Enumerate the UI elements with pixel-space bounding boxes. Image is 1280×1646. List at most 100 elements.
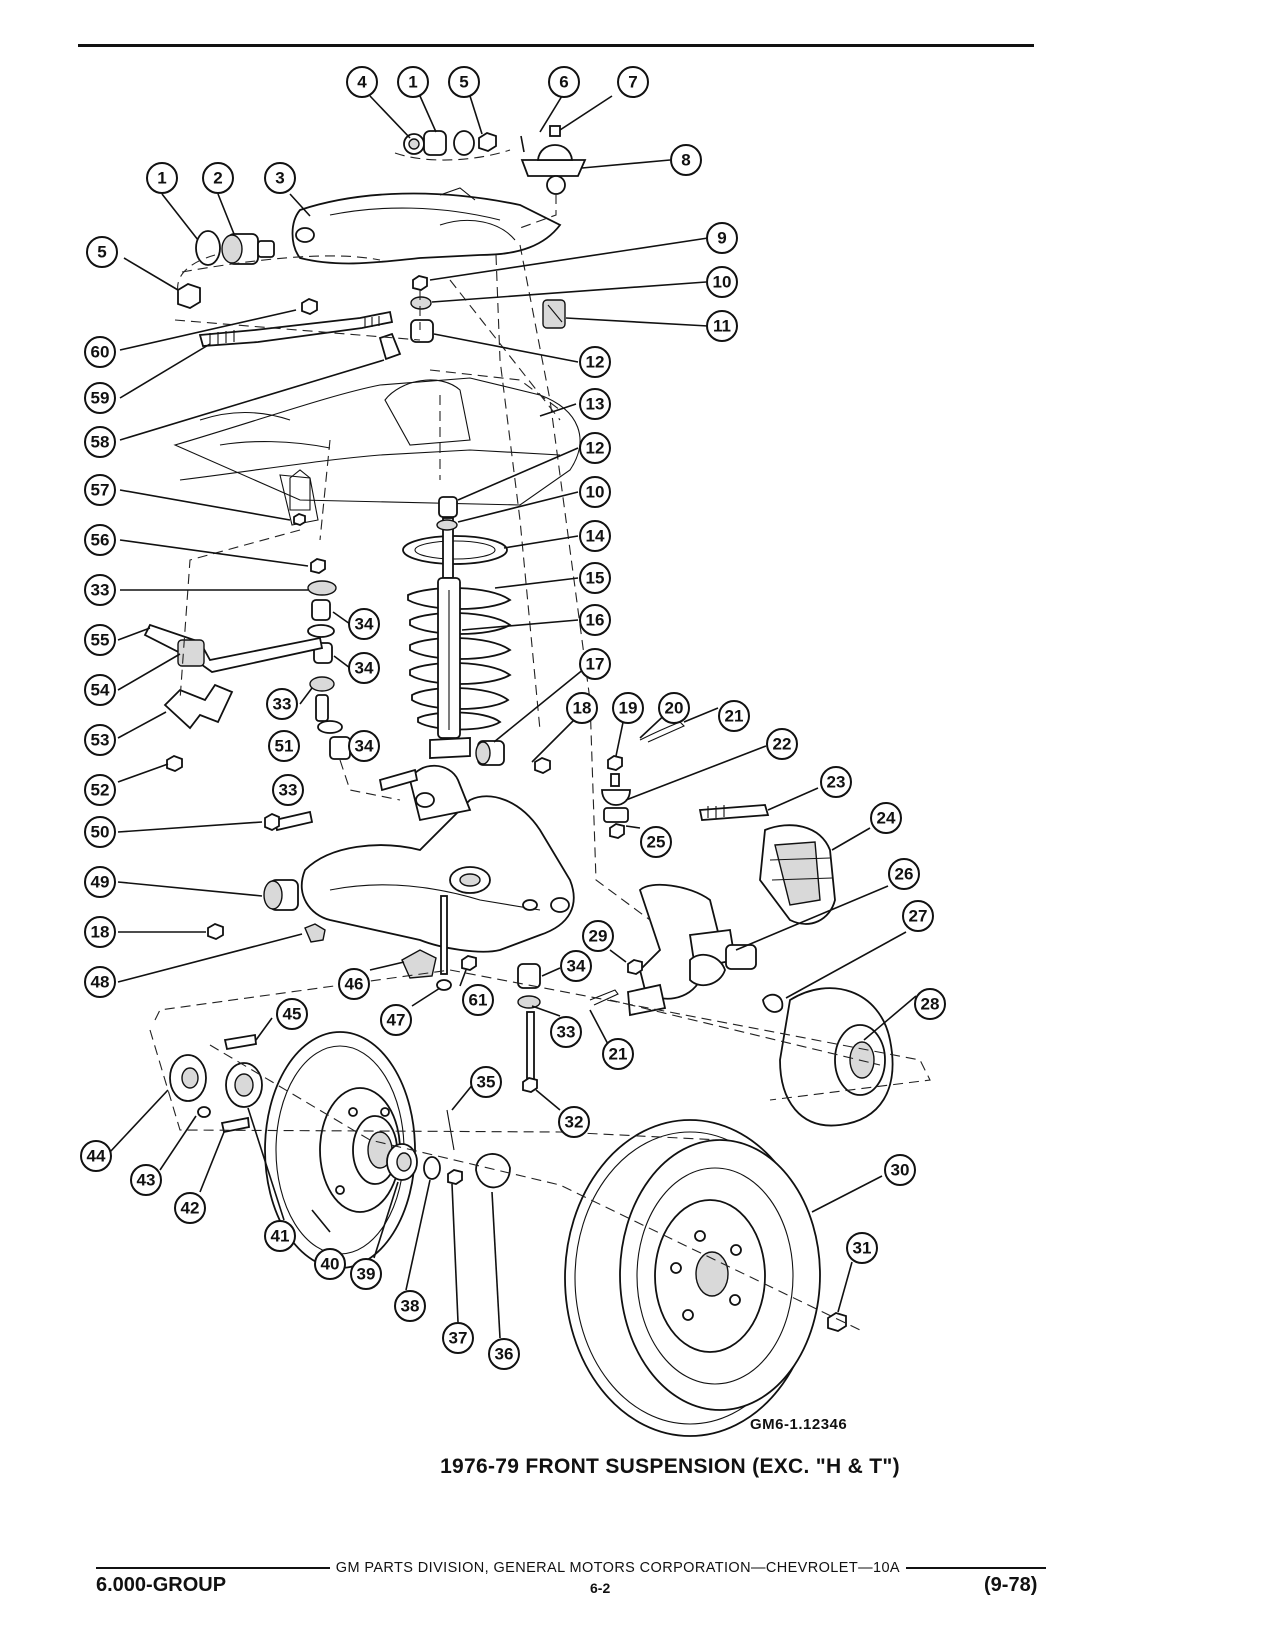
hub-and-rotor (264, 1031, 416, 1269)
svg-text:36: 36 (495, 1345, 514, 1364)
svg-text:37: 37 (449, 1329, 468, 1348)
svg-text:26: 26 (895, 865, 914, 884)
upper-spring-seat-parts (410, 275, 566, 343)
callout-1: 1 (146, 162, 178, 194)
callout-43: 43 (130, 1164, 162, 1196)
svg-text:13: 13 (586, 395, 605, 414)
svg-text:14: 14 (586, 527, 605, 546)
svg-text:24: 24 (877, 809, 896, 828)
callout-5: 5 (448, 66, 480, 98)
svg-text:25: 25 (647, 833, 666, 852)
callout-34: 34 (348, 608, 380, 640)
callout-9: 9 (706, 222, 738, 254)
svg-text:3: 3 (275, 169, 284, 188)
callout-34: 34 (560, 950, 592, 982)
footer-rule-left (96, 1567, 330, 1569)
svg-text:43: 43 (137, 1171, 156, 1190)
svg-text:51: 51 (275, 737, 294, 756)
callout-59: 59 (84, 382, 116, 414)
svg-text:54: 54 (91, 681, 110, 700)
lower-bushings (207, 757, 551, 943)
callout-3: 3 (264, 162, 296, 194)
frame-crossmember (173, 377, 581, 526)
svg-text:33: 33 (557, 1023, 576, 1042)
svg-text:52: 52 (91, 781, 110, 800)
svg-text:59: 59 (91, 389, 110, 408)
callout-41: 41 (264, 1220, 296, 1252)
callout-60: 60 (84, 336, 116, 368)
svg-text:55: 55 (91, 631, 110, 650)
svg-text:10: 10 (713, 273, 732, 292)
callout-24: 24 (870, 802, 902, 834)
svg-text:16: 16 (586, 611, 605, 630)
svg-text:49: 49 (91, 873, 110, 892)
svg-text:34: 34 (567, 957, 586, 976)
callout-21: 21 (718, 700, 750, 732)
callout-61: 61 (462, 984, 494, 1016)
callout-31: 31 (846, 1232, 878, 1264)
callout-29: 29 (582, 920, 614, 952)
svg-text:33: 33 (273, 695, 292, 714)
svg-text:46: 46 (345, 975, 364, 994)
svg-text:34: 34 (355, 615, 374, 634)
wheel-bearings (169, 1033, 511, 1189)
svg-text:53: 53 (91, 731, 110, 750)
svg-text:6: 6 (559, 73, 568, 92)
callout-2: 2 (202, 162, 234, 194)
callout-50: 50 (84, 816, 116, 848)
callout-6: 6 (548, 66, 580, 98)
callout-18: 18 (566, 692, 598, 724)
callout-49: 49 (84, 866, 116, 898)
svg-text:45: 45 (283, 1005, 302, 1024)
footer-rule-right (906, 1567, 1046, 1569)
callout-54: 54 (84, 674, 116, 706)
callout-35: 35 (470, 1066, 502, 1098)
callout-34: 34 (348, 652, 380, 684)
upper-ball-joint (519, 125, 587, 229)
callout-11: 11 (706, 310, 738, 342)
svg-text:34: 34 (355, 659, 374, 678)
svg-text:19: 19 (619, 699, 638, 718)
svg-text:57: 57 (91, 481, 110, 500)
svg-text:30: 30 (891, 1161, 910, 1180)
svg-text:11: 11 (713, 317, 731, 336)
callout-34: 34 (348, 730, 380, 762)
callout-33: 33 (550, 1016, 582, 1048)
callout-22: 22 (766, 728, 798, 760)
callout-38: 38 (394, 1290, 426, 1322)
callout-16: 16 (579, 604, 611, 636)
callout-51: 51 (268, 730, 300, 762)
group-label: 6.000-GROUP (96, 1574, 227, 1596)
callout-30: 30 (884, 1154, 916, 1186)
svg-text:20: 20 (665, 699, 684, 718)
callout-56: 56 (84, 524, 116, 556)
svg-text:1: 1 (408, 73, 417, 92)
callout-7: 7 (617, 66, 649, 98)
svg-text:28: 28 (921, 995, 940, 1014)
callout-53: 53 (84, 724, 116, 756)
top-rule (78, 44, 1034, 47)
callout-39: 39 (350, 1258, 382, 1290)
splash-shield (762, 987, 894, 1127)
callout-5: 5 (86, 236, 118, 268)
footer-publisher-line: GM PARTS DIVISION, GENERAL MOTORS CORPOR… (96, 1558, 1046, 1578)
callout-32: 32 (558, 1106, 590, 1138)
svg-text:38: 38 (401, 1297, 420, 1316)
callout-1: 1 (397, 66, 429, 98)
part-callouts: 4 1 5 6 7 8 1 2 3 5 9 10 11 60 12 59 58 … (80, 66, 946, 1370)
svg-text:21: 21 (725, 707, 744, 726)
callout-55: 55 (84, 624, 116, 656)
assembly-centerlines (149, 244, 931, 1331)
svg-text:56: 56 (91, 531, 110, 550)
callout-15: 15 (579, 562, 611, 594)
svg-text:12: 12 (586, 439, 605, 458)
svg-text:44: 44 (87, 1147, 106, 1166)
callout-18: 18 (84, 916, 116, 948)
strut-rod (198, 298, 402, 361)
callout-19: 19 (612, 692, 644, 724)
callout-36: 36 (488, 1338, 520, 1370)
svg-text:48: 48 (91, 973, 110, 992)
callout-8: 8 (670, 144, 702, 176)
